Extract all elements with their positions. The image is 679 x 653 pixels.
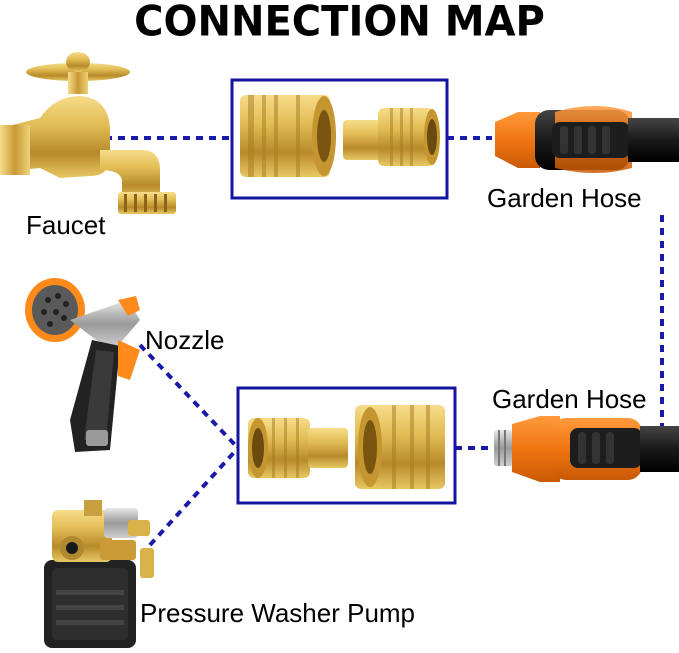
connector-lines — [105, 136, 664, 547]
garden-hose-icon-bottom — [494, 416, 679, 482]
pressure-washer-pump-icon — [44, 500, 154, 648]
bottom-coupler-box — [236, 386, 457, 505]
faucet-icon — [0, 52, 176, 214]
pressure-washer-pump-label: Pressure Washer Pump — [140, 598, 416, 628]
nozzle-label: Nozzle — [145, 325, 225, 355]
garden-hose-bottom-label: Garden Hose — [492, 384, 647, 414]
spray-nozzle-icon — [25, 278, 140, 452]
male-quick-plug-icon-bottom — [248, 418, 348, 478]
top-coupler-box — [230, 78, 449, 200]
garden-hose-top-label: Garden Hose — [487, 183, 642, 213]
diagram-title: CONNECTION MAP — [134, 0, 545, 47]
faucet-label: Faucet — [26, 210, 106, 240]
male-quick-plug-icon — [343, 108, 440, 166]
garden-hose-icon-top — [495, 106, 679, 173]
connector-pump-to-box — [148, 446, 240, 547]
female-quick-connector-icon-bottom — [355, 405, 445, 489]
connector-nozzle-to-box — [138, 343, 240, 450]
female-quick-connector-icon — [240, 95, 336, 177]
